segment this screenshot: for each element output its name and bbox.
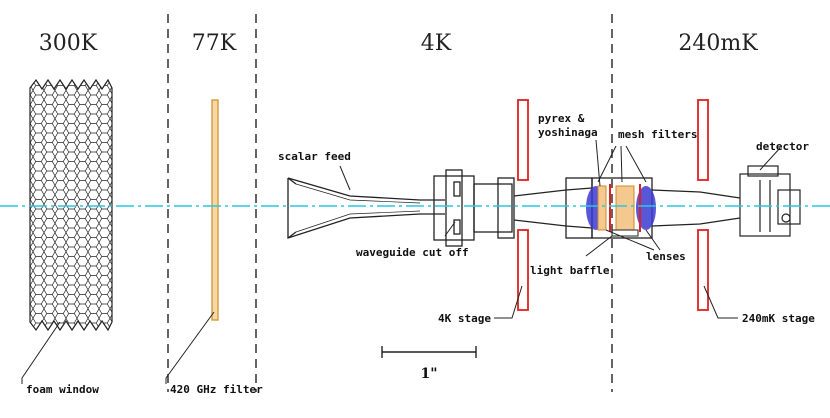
label-light-baffle: light baffle [530, 264, 610, 277]
zone-240mk-title: 240mK [678, 31, 758, 56]
pyrex-filter [597, 185, 607, 231]
leader-feed [339, 165, 351, 191]
lens-assembly [586, 177, 656, 239]
detector-housing [739, 173, 791, 237]
zone-4k-title: 4K [421, 31, 452, 56]
label-420ghz-filter: 420 GHz filter [170, 383, 263, 396]
mesh-filter-block [615, 185, 635, 231]
feed-mouth-bottom [287, 231, 297, 239]
zone-77k-title: 77K [192, 31, 237, 56]
stage-4k-plate [517, 99, 529, 311]
leader-4k-stage [494, 285, 523, 319]
zone-300k-title: 300K [39, 31, 98, 56]
label-waveguide-cut-off: waveguide cut off [356, 246, 469, 259]
leader-detector [759, 147, 781, 171]
label-detector: detector [756, 140, 809, 153]
waveguide-slot-top [453, 181, 461, 197]
detector-mount [777, 189, 801, 225]
waveguide-block [433, 169, 593, 247]
light-baffle-part [611, 229, 639, 237]
label-scalar-feed: scalar feed [278, 150, 351, 163]
feed-upper-outer [287, 177, 445, 201]
label-pyrex-2: yoshinaga [538, 126, 598, 139]
label-foam-window: foam window [26, 383, 99, 396]
leader-waveguide [444, 221, 456, 237]
leader-mesh [597, 145, 647, 183]
tube-det-lower [651, 217, 741, 227]
waveguide-slot-bottom [453, 219, 461, 235]
feed-lower-outer [287, 178, 445, 239]
leader-240mk-stage [703, 285, 738, 319]
feed-lower-inner [295, 210, 421, 233]
waveguide-body [473, 183, 513, 233]
label-mesh-filters: mesh filters [618, 128, 697, 141]
detector-screw [781, 213, 791, 223]
scalar-feed [287, 177, 445, 239]
foam-window [29, 78, 113, 332]
leader-baffle [585, 235, 613, 257]
zone-dividers [167, 14, 613, 392]
leader-lenses [605, 229, 661, 251]
label-pyrex-1: pyrex & [538, 112, 585, 125]
tube-to-detector [651, 189, 741, 227]
foam-outline [29, 78, 113, 332]
label-4k-stage: 4K stage [438, 312, 491, 325]
tube-lower [513, 219, 593, 229]
leader-lines [21, 139, 781, 384]
filter-420ghz [211, 99, 219, 321]
feed-upper-inner [295, 183, 421, 204]
feed-mouth-top [287, 177, 297, 185]
leader-filter [165, 311, 215, 384]
foam-honeycomb [30, 80, 112, 330]
stage-240mk-plate [697, 99, 709, 311]
stage-4k-lower [517, 229, 529, 311]
stage-240mk-upper [697, 99, 709, 181]
scale-label: 1" [420, 366, 437, 382]
stage-240mk-lower [697, 229, 709, 311]
scale-bar [381, 346, 477, 358]
detector-block [739, 165, 801, 237]
stage-4k-upper [517, 99, 529, 181]
waveguide-collar [497, 177, 515, 239]
label-lenses: lenses [646, 250, 686, 263]
waveguide-center [445, 169, 463, 247]
tube-det-upper [651, 189, 741, 199]
label-240mk-stage: 240mK stage [742, 312, 815, 325]
tube-upper [513, 187, 593, 197]
leader-foam [21, 321, 61, 384]
